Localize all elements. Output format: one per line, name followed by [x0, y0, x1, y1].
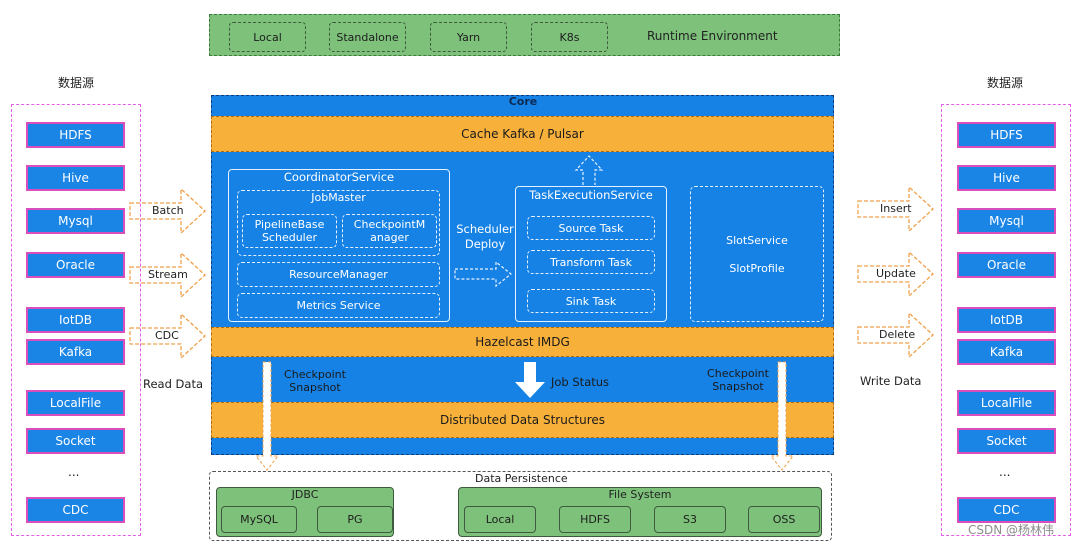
hazelcast-bar: Hazelcast IMDG — [211, 327, 834, 357]
runtime-yarn: Yarn — [430, 22, 507, 52]
cache-bar: Cache Kafka / Pulsar — [211, 116, 834, 152]
core-title: Core — [508, 95, 538, 108]
left-source-localfile: LocalFile — [26, 390, 125, 416]
scheduler-deploy-arrow — [454, 260, 512, 288]
left-source-oracle: Oracle — [26, 252, 125, 278]
right-source-oracle: Oracle — [957, 252, 1056, 278]
fs-oss: OSS — [748, 506, 820, 533]
left-source-socket: Socket — [26, 428, 125, 454]
write-data-caption: Write Data — [860, 374, 922, 388]
fs-hdfs: HDFS — [559, 506, 631, 533]
delete-label: Delete — [879, 328, 916, 341]
right-source-kafka: Kafka — [957, 339, 1056, 365]
resource-manager: ResourceManager — [237, 262, 440, 287]
core-panel — [211, 95, 834, 455]
cdc-label: CDC — [155, 329, 179, 342]
right-source-socket: Socket — [957, 428, 1056, 454]
task-execution-title: TaskExecutionService — [529, 188, 653, 202]
stream-label: Stream — [148, 268, 188, 281]
runtime-k8s: K8s — [531, 22, 608, 52]
job-status-arrow — [515, 362, 545, 398]
right-source-cdc: CDC — [957, 497, 1056, 523]
jdbc-pg: PG — [317, 506, 393, 533]
runtime-environment — [209, 14, 840, 56]
pipeline-scheduler: PipelineBase Scheduler — [242, 214, 337, 248]
right-source-localfile: LocalFile — [957, 390, 1056, 416]
slot-service: SlotService — [726, 234, 788, 247]
right-source-panel — [941, 104, 1071, 536]
left-source-ellipsis: ... — [68, 465, 80, 479]
read-data-caption: Read Data — [143, 377, 204, 391]
watermark: CSDN @杨林伟 — [968, 523, 1055, 537]
right-source-mysql: Mysql — [957, 208, 1056, 234]
cache-up-arrow — [574, 155, 604, 185]
checkpoint-snapshot-left: Checkpoint Snapshot — [284, 368, 346, 394]
insert-arrow — [857, 185, 934, 233]
job-master-title: JobMaster — [311, 191, 366, 204]
jdbc-title: JDBC — [291, 488, 319, 501]
filesystem-title: File System — [608, 488, 672, 501]
persistence-title: Data Persistence — [475, 472, 568, 485]
fs-local: Local — [464, 506, 536, 533]
left-source-mysql: Mysql — [26, 208, 125, 234]
source-task: Source Task — [527, 216, 655, 240]
runtime-title: Runtime Environment — [647, 29, 778, 43]
left-source-panel — [11, 104, 141, 536]
right-source-iotdb: IotDB — [957, 307, 1056, 333]
right-source-ellipsis: ... — [999, 465, 1011, 479]
jdbc-mysql: MySQL — [221, 506, 297, 533]
slot-box — [690, 186, 824, 322]
sink-task: Sink Task — [527, 289, 655, 313]
update-label: Update — [876, 267, 916, 280]
left-source-hdfs: HDFS — [26, 122, 125, 148]
batch-label: Batch — [152, 204, 184, 217]
runtime-standalone: Standalone — [329, 22, 406, 52]
runtime-local: Local — [229, 22, 306, 52]
coordinator-service — [228, 169, 450, 322]
checkpoint-right-arrow — [769, 361, 795, 471]
task-execution-service — [515, 186, 667, 322]
stream-arrow — [129, 251, 206, 299]
batch-arrow — [129, 187, 206, 235]
metrics-service: Metrics Service — [237, 293, 440, 318]
delete-arrow — [857, 311, 934, 359]
coordinator-title: CoordinatorService — [283, 170, 395, 184]
left-source-iotdb: IotDB — [26, 307, 125, 333]
distributed-bar: Distributed Data Structures — [211, 402, 834, 438]
insert-label: Insert — [880, 202, 912, 215]
slot-profile: SlotProfile — [729, 262, 785, 275]
cdc-arrow — [129, 312, 206, 360]
transform-task: Transform Task — [527, 250, 655, 274]
persistence-panel — [209, 471, 832, 541]
left-source-title: 数据源 — [58, 76, 95, 90]
fs-s3: S3 — [654, 506, 726, 533]
checkpoint-snapshot-right: Checkpoint Snapshot — [707, 367, 769, 393]
scheduler-deploy-label: Scheduler Deploy — [456, 222, 514, 251]
right-source-hive: Hive — [957, 165, 1056, 191]
left-source-cdc: CDC — [26, 497, 125, 523]
update-arrow — [857, 250, 934, 298]
left-source-hive: Hive — [26, 165, 125, 191]
right-source-hdfs: HDFS — [957, 122, 1056, 148]
job-status-label: Job Status — [551, 375, 610, 389]
job-master-box — [237, 190, 440, 256]
right-source-title: 数据源 — [987, 76, 1024, 90]
checkpoint-manager: CheckpointM anager — [342, 214, 437, 248]
left-source-kafka: Kafka — [26, 339, 125, 365]
checkpoint-left-arrow — [254, 361, 280, 471]
